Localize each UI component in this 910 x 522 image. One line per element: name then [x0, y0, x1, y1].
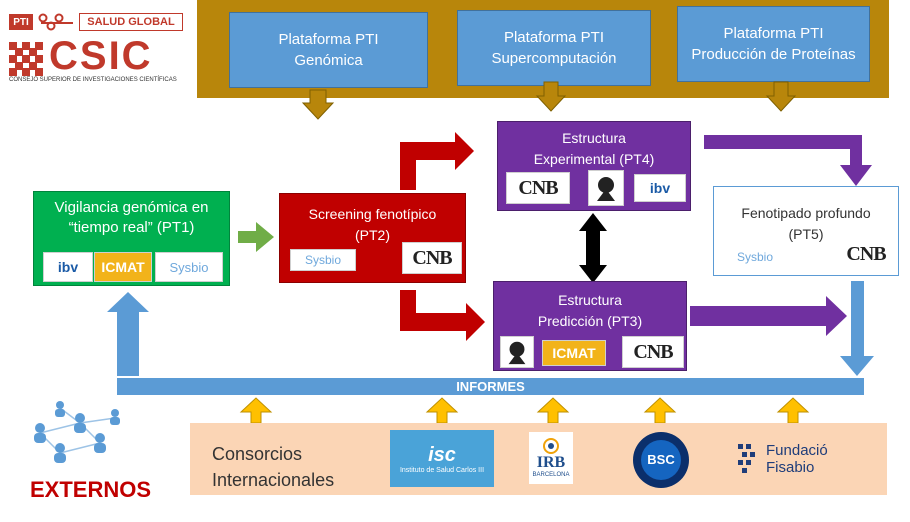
pt1-line1: Vigilancia genómica en: [54, 199, 209, 216]
pt4-line1: Estructura: [562, 130, 626, 146]
cnb-logo: CNB: [622, 336, 684, 368]
pti-tag: PTI: [9, 14, 33, 30]
pt3-box: Estructura Predicción (PT3) ICMAT CNB: [493, 281, 687, 371]
cnb-logo: CNB: [402, 242, 462, 274]
arrow-pt2-to-pt3: [400, 290, 485, 341]
ibv-logo: ibv: [43, 252, 93, 282]
isciii-logo: isc Instituto de Salud Carlos III: [390, 430, 494, 487]
arrow-pt5-to-informes: [840, 281, 874, 376]
pt2-box: Screening fenotípico (PT2) Sysbio CNB: [279, 193, 466, 283]
consorcios-line1: Consorcios: [212, 444, 303, 464]
platform-genomica-line1: Plataforma PTI: [278, 31, 379, 48]
consorcios-label: Consorcios Internacionales: [212, 441, 334, 493]
arrow-consorcios-up-2: [425, 397, 459, 424]
sysbio-logo: Sysbio: [155, 252, 223, 282]
fisabio-line1: Fundació: [766, 442, 828, 459]
pt5-title: Fenotipado profundo (PT5): [714, 203, 898, 245]
pt1-line2: “tiempo real” (PT1): [68, 219, 195, 236]
platform-proteinas-line2: Producción de Proteínas: [691, 46, 856, 63]
sysbio-logo: Sysbio: [290, 249, 356, 271]
pt1-title: Vigilancia genómica en “tiempo real” (PT…: [34, 198, 229, 238]
arrow-consorcios-up-1: [239, 397, 273, 424]
sysbio-logo: Sysbio: [720, 245, 790, 269]
platform-proteinas-line1: Plataforma PTI: [723, 25, 824, 42]
arrow-pt4-pt3-double: [579, 213, 607, 283]
cib-logo: [500, 336, 534, 368]
irb-emblem-icon: [543, 438, 559, 454]
pt2-line1: Screening fenotípico: [308, 206, 437, 222]
irb-logo: IRB BARCELONA: [529, 432, 573, 484]
informes-bar: INFORMES: [117, 378, 864, 395]
arrow-consorcios-up-4: [643, 397, 677, 424]
fisabio-line2: Fisabio: [766, 459, 815, 476]
cnb-logo: CNB: [506, 172, 570, 204]
pti-salud-global-logo: PTI SALUD GLOBAL: [9, 12, 183, 34]
arrow-informes-to-pt1: [107, 292, 149, 376]
cib-logo: [588, 170, 624, 206]
platform-genomica-line2: Genómica: [294, 52, 363, 69]
icmat-logo: ICMAT: [94, 252, 152, 282]
pt3-title: Estructura Predicción (PT3): [494, 290, 686, 332]
pt2-title: Screening fenotípico (PT2): [280, 204, 465, 246]
arrow-pt4-to-pt5: [704, 135, 872, 186]
consorcios-line2: Internacionales: [212, 470, 335, 490]
pt3-line2: Predicción (PT3): [537, 313, 643, 329]
csic-emblem-icon: [9, 42, 43, 76]
arrow-consorcios-up-3: [536, 397, 570, 424]
arrow-supercomputacion-down: [535, 81, 567, 112]
fisabio-emblem-icon: [738, 444, 755, 473]
pt1-box: Vigilancia genómica en “tiempo real” (PT…: [33, 191, 230, 286]
platform-supercomputacion-line2: Supercomputación: [491, 50, 617, 67]
arrow-pt3-right: [690, 296, 847, 336]
ibv-logo: ibv: [634, 174, 686, 202]
bsc-emblem-icon: [633, 432, 689, 488]
consorcios-bar: Consorcios Internacionales isc Instituto…: [190, 423, 887, 495]
pt3-line1: Estructura: [558, 292, 622, 308]
icmat-logo: ICMAT: [542, 340, 606, 366]
pt5-line2: (PT5): [788, 226, 824, 242]
arrow-consorcios-up-5: [776, 397, 810, 424]
platform-genomica-box: Plataforma PTI Genómica: [229, 12, 428, 88]
arrow-genomica-down: [301, 89, 335, 120]
fisabio-logo: Fundació Fisabio: [738, 437, 850, 481]
arrow-proteinas-down: [765, 81, 797, 112]
bsc-logo: BSC: [631, 430, 691, 490]
cib-emblem-icon: [508, 341, 526, 365]
pt4-title: Estructura Experimental (PT4): [498, 128, 690, 170]
cnb-logo: CNB: [836, 237, 896, 271]
pt4-line2: Experimental (PT4): [533, 151, 655, 167]
salud-global-label: SALUD GLOBAL: [79, 13, 183, 31]
pt2-line2: (PT2): [355, 227, 390, 243]
csic-full-name: CONSEJO SUPERIOR DE INVESTIGACIONES CIEN…: [9, 77, 177, 83]
platform-supercomputacion-box: Plataforma PTI Supercomputación: [457, 10, 651, 86]
arrow-pt1-to-pt2: [238, 222, 274, 252]
csic-logo: CSIC CONSEJO SUPERIOR DE INVESTIGACIONES…: [9, 34, 189, 88]
externos-label: EXTERNOS: [30, 477, 152, 502]
network-icon: [38, 13, 73, 31]
csic-wordmark: CSIC: [49, 34, 153, 78]
cib-emblem-icon: [597, 177, 615, 201]
platform-proteinas-box: Plataforma PTI Producción de Proteínas: [677, 6, 870, 82]
pt5-box: Fenotipado profundo (PT5) Sysbio CNB: [713, 186, 899, 276]
arrow-pt2-to-pt4: [400, 132, 474, 190]
pt5-line1: Fenotipado profundo: [741, 205, 871, 221]
platform-supercomputacion-line1: Plataforma PTI: [503, 29, 605, 46]
pt4-box: Estructura Experimental (PT4) CNB ibv: [497, 121, 691, 211]
people-network-icon: [34, 401, 120, 463]
